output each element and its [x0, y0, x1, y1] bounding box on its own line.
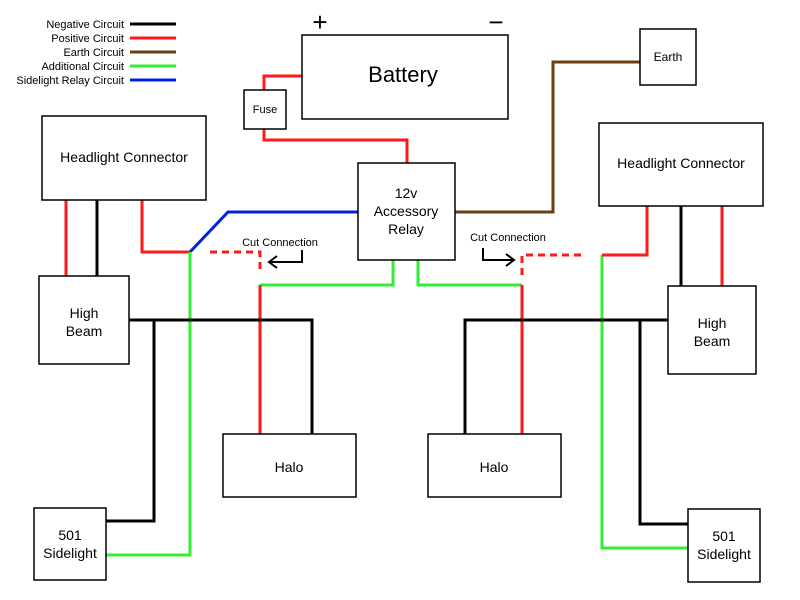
wire-right-sidelight-negative: [638, 320, 688, 526]
fuse: Fuse: [243, 89, 287, 130]
right-high-beam-label-line2: Beam: [694, 333, 731, 349]
left-halo-label: Halo: [275, 459, 304, 475]
wires: [64, 60, 724, 557]
right-high-beam-label-line1: High: [698, 315, 727, 331]
earth: Earth: [639, 28, 697, 86]
right-halo: Halo: [427, 433, 562, 498]
right-sidelight-box: [687, 508, 761, 583]
legend: Negative Circuit Positive Circuit Earth …: [16, 19, 176, 87]
legend-label-sidelight-relay: Sidelight Relay Circuit: [16, 75, 124, 87]
relay-label-line2: Accessory: [374, 203, 439, 219]
left-halo-box: [222, 433, 357, 498]
left-high-beam-label-line2: Beam: [66, 323, 103, 339]
wire-right-additional-green: [600, 255, 688, 550]
left-cut-arrowhead-icon: [267, 255, 278, 269]
battery-box: [301, 34, 509, 120]
right-sidelight: 501 Sidelight: [687, 508, 761, 583]
left-high-beam: High Beam: [38, 275, 130, 365]
wire-left-highbeam-negative: [128, 318, 314, 434]
wire-left-sidelight-negative: [106, 320, 156, 523]
battery-plus-icon: +: [312, 7, 327, 37]
wire-left-connector-sidelight-red: [140, 200, 190, 254]
right-high-beam: High Beam: [667, 285, 757, 375]
battery-minus-icon: −: [488, 7, 503, 37]
right-cut-connection-label: Cut Connection: [470, 232, 546, 244]
left-halo: Halo: [222, 433, 357, 498]
right-high-beam-box: [667, 285, 757, 375]
left-sidelight-label-line2: Sidelight: [43, 545, 97, 561]
relay-label-line3: Relay: [388, 221, 424, 237]
relay-label-line1: 12v: [395, 185, 418, 201]
right-headlight-connector-box: [598, 122, 764, 207]
wire-relay-to-left-halo-green: [260, 260, 395, 287]
right-halo-box: [427, 433, 562, 498]
earth-box: [639, 28, 697, 86]
earth-label: Earth: [654, 50, 683, 64]
legend-label-negative: Negative Circuit: [46, 19, 124, 31]
battery: Battery + −: [301, 7, 509, 120]
wire-battery-positive-to-fuse: [262, 74, 302, 90]
accessory-relay: 12v Accessory Relay: [357, 162, 456, 261]
wire-right-cut-connection: [520, 253, 585, 275]
right-sidelight-label-line2: Sidelight: [697, 546, 751, 562]
wire-right-connector-sidelight-red: [602, 206, 649, 257]
wire-left-additional-green: [106, 252, 192, 557]
left-headlight-connector: Headlight Connector: [41, 115, 207, 201]
legend-label-earth: Earth Circuit: [63, 47, 124, 59]
left-cut-connection-label: Cut Connection: [242, 237, 318, 249]
wire-left-cut-connection: [210, 250, 262, 270]
wire-relay-to-right-halo-green: [416, 260, 522, 287]
right-sidelight-label-line1: 501: [712, 528, 736, 544]
right-halo-label: Halo: [480, 459, 509, 475]
relay-box: [357, 162, 456, 261]
left-cut-arrow-icon: [270, 250, 303, 263]
cut-arrows: [267, 248, 516, 269]
wire-right-highbeam-negative: [463, 318, 668, 434]
left-sidelight-box: [33, 507, 107, 581]
legend-label-positive: Positive Circuit: [51, 33, 124, 45]
left-sidelight-label-line1: 501: [58, 527, 82, 543]
left-headlight-connector-label: Headlight Connector: [60, 149, 188, 165]
right-headlight-connector: Headlight Connector: [598, 122, 764, 207]
right-cut-arrow-icon: [482, 248, 513, 261]
right-headlight-connector-label: Headlight Connector: [617, 155, 745, 171]
left-high-beam-label-line1: High: [70, 305, 99, 321]
legend-label-additional: Additional Circuit: [41, 61, 124, 73]
battery-label: Battery: [368, 62, 438, 87]
left-headlight-connector-box: [41, 115, 207, 201]
left-sidelight: 501 Sidelight: [33, 507, 107, 581]
left-high-beam-box: [38, 275, 130, 365]
fuse-label: Fuse: [253, 104, 277, 116]
right-cut-arrowhead-icon: [505, 253, 516, 267]
wire-fuse-to-relay: [262, 129, 409, 163]
fuse-box: [243, 89, 287, 130]
wire-relay-to-earth: [455, 60, 640, 214]
wire-left-sidelight-relay-blue: [188, 210, 358, 254]
